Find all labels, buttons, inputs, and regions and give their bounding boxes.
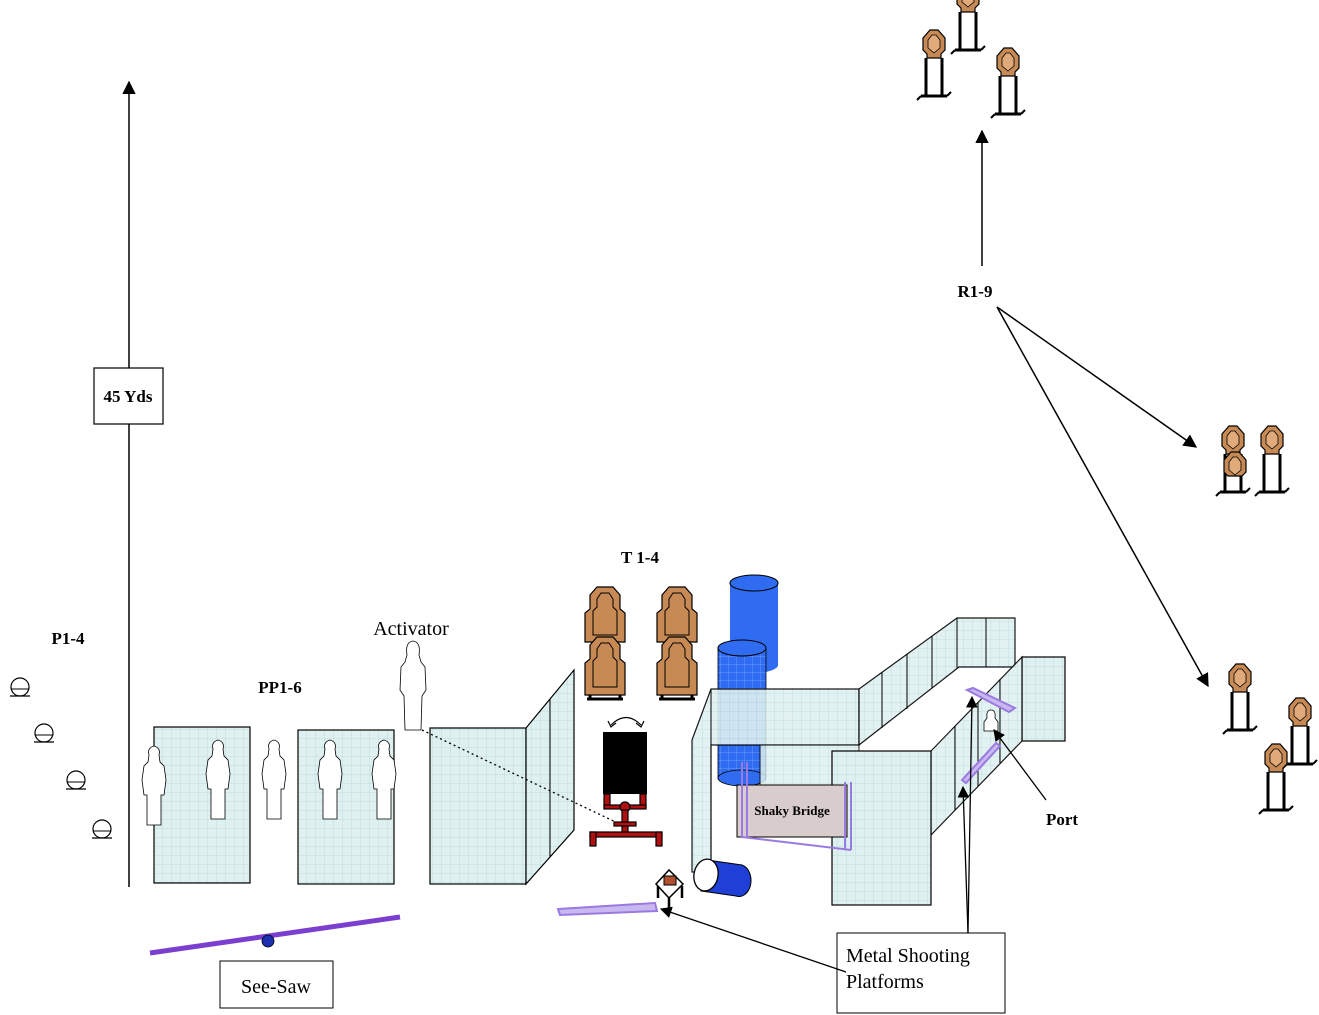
wall-panel bbox=[831, 750, 932, 906]
activator-target bbox=[399, 640, 427, 731]
rifle-targets-label: R1-9 bbox=[958, 282, 993, 301]
port-arrow bbox=[993, 729, 1047, 801]
see-saw-label: See-Saw bbox=[241, 976, 312, 998]
rifle-target-stack bbox=[1214, 424, 1291, 498]
paper-popups-label: PP1-6 bbox=[258, 678, 301, 697]
activator-cable bbox=[421, 729, 625, 827]
rifle-target bbox=[915, 28, 953, 102]
see-saw-pivot bbox=[261, 934, 275, 948]
rifle-target bbox=[989, 46, 1027, 120]
popper-target bbox=[65, 770, 87, 790]
rifle-target bbox=[1221, 662, 1259, 736]
platforms-box bbox=[836, 932, 1006, 1014]
t-target-stack bbox=[655, 585, 699, 701]
distance-box bbox=[93, 367, 164, 425]
rifle-arrow bbox=[996, 306, 1198, 448]
swinger-stand bbox=[589, 793, 663, 847]
rifle-target bbox=[1281, 696, 1319, 770]
rifle-target bbox=[949, 0, 987, 56]
wall-panel bbox=[153, 726, 251, 884]
popper-target bbox=[91, 819, 113, 839]
see-saw-box bbox=[219, 960, 334, 1009]
tipped-barrel bbox=[693, 858, 752, 897]
port-target bbox=[983, 709, 999, 732]
popper-target bbox=[33, 723, 55, 743]
port-label: Port bbox=[1046, 810, 1078, 829]
rifle-target bbox=[1257, 742, 1295, 816]
platforms-arrow bbox=[659, 906, 847, 973]
swinger-target bbox=[603, 732, 647, 794]
platforms-arrow bbox=[965, 695, 978, 934]
shooting-box bbox=[654, 868, 685, 910]
platforms-label-line1: Metal Shooting bbox=[846, 945, 970, 967]
platforms-arrow bbox=[957, 785, 970, 934]
shaky-bridge-label: Shaky Bridge bbox=[754, 803, 830, 818]
t-targets-label: T 1-4 bbox=[621, 548, 659, 567]
popper-target bbox=[9, 677, 31, 697]
distance-label: 45 Yds bbox=[104, 387, 153, 406]
rotate-arrow-icon bbox=[610, 716, 642, 726]
t-target-stack bbox=[583, 585, 627, 701]
no-shoot-target bbox=[261, 739, 287, 820]
poppers-label: P1-4 bbox=[51, 629, 85, 648]
metal-platform bbox=[556, 686, 1018, 917]
platforms-label-line2: Platforms bbox=[846, 971, 924, 993]
wall-panel bbox=[1021, 656, 1066, 742]
wall-panel-angled bbox=[930, 655, 1023, 837]
see-saw-board bbox=[149, 914, 401, 956]
activator-label: Activator bbox=[373, 618, 449, 640]
shaky-bridge bbox=[736, 784, 848, 838]
wall-panel bbox=[429, 727, 527, 885]
rifle-arrow bbox=[996, 306, 1209, 688]
